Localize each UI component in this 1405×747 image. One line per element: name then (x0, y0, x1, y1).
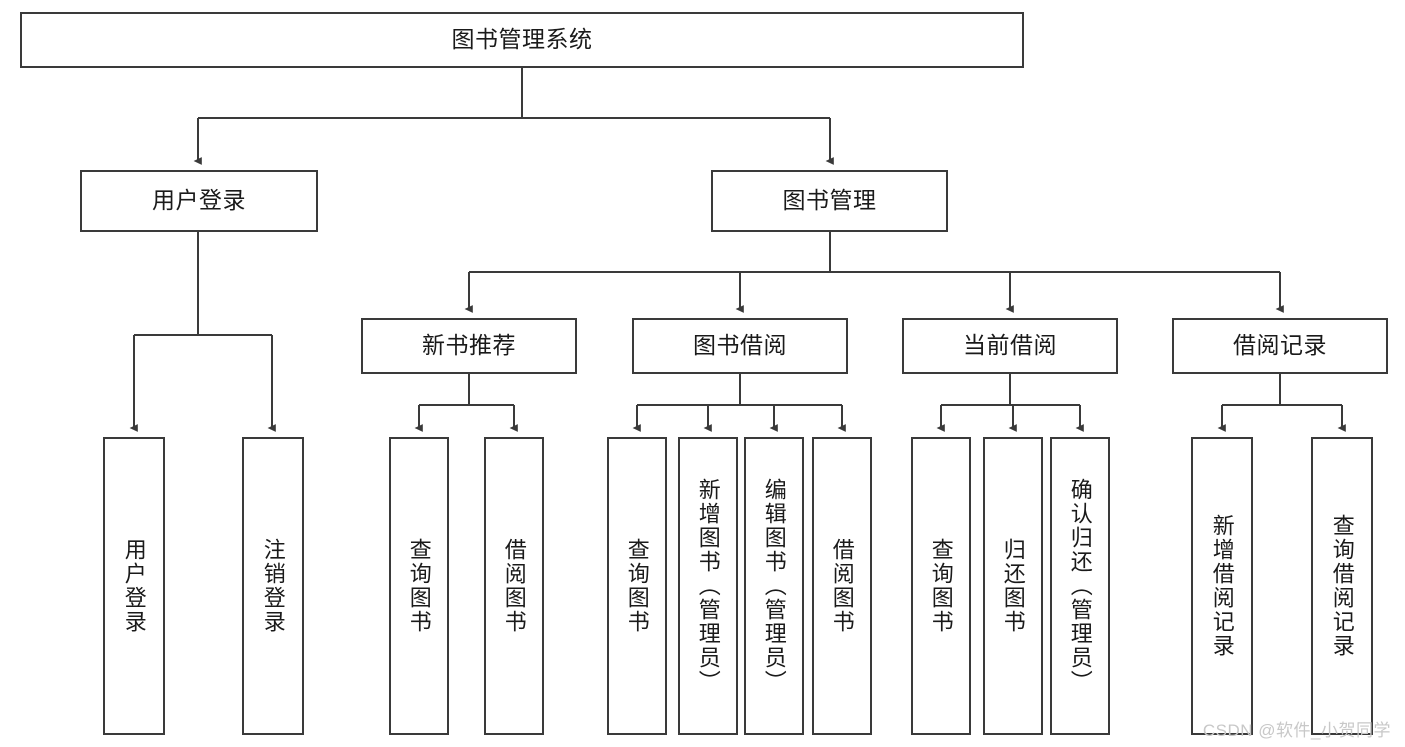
node-label: 确认归还（管理员） (1067, 478, 1093, 694)
node-label: 查询图书 (406, 538, 432, 634)
node-label: 查询图书 (928, 538, 954, 634)
connector-lines (129, 68, 1346, 432)
node-borrow-record[interactable]: 借阅记录 (1172, 318, 1388, 374)
node-label: 当前借阅 (963, 332, 1057, 359)
node-leaf-query-book-1[interactable]: 查询图书 (389, 437, 449, 735)
node-label: 借阅图书 (829, 538, 855, 634)
node-label: 归还图书 (1000, 538, 1026, 634)
node-label: 用户登录 (152, 187, 246, 214)
node-label: 用户登录 (121, 538, 147, 634)
node-label: 新增图书（管理员） (695, 478, 721, 694)
node-leaf-query-book-3[interactable]: 查询图书 (911, 437, 971, 735)
node-root[interactable]: 图书管理系统 (20, 12, 1024, 68)
node-label: 借阅图书 (501, 538, 527, 634)
node-label: 图书管理系统 (451, 26, 593, 53)
node-book-manage[interactable]: 图书管理 (711, 170, 948, 232)
node-label: 图书借阅 (693, 332, 787, 359)
node-label: 借阅记录 (1233, 332, 1327, 359)
node-leaf-query-book-2[interactable]: 查询图书 (607, 437, 667, 735)
node-leaf-confirm-return[interactable]: 确认归还（管理员） (1050, 437, 1110, 735)
node-leaf-edit-book[interactable]: 编辑图书（管理员） (744, 437, 804, 735)
node-current-borrow[interactable]: 当前借阅 (902, 318, 1118, 374)
node-leaf-return-book[interactable]: 归还图书 (983, 437, 1043, 735)
node-label: 查询图书 (624, 538, 650, 634)
node-new-book-rec[interactable]: 新书推荐 (361, 318, 577, 374)
node-leaf-add-book[interactable]: 新增图书（管理员） (678, 437, 738, 735)
node-leaf-user-logout[interactable]: 注销登录 (242, 437, 304, 735)
node-leaf-borrow-book-1[interactable]: 借阅图书 (484, 437, 544, 735)
node-label: 图书管理 (782, 187, 877, 214)
node-label: 新书推荐 (422, 332, 516, 359)
node-label: 注销登录 (260, 538, 286, 634)
node-leaf-borrow-book-2[interactable]: 借阅图书 (812, 437, 872, 735)
node-user-login[interactable]: 用户登录 (80, 170, 318, 232)
node-label: 查询借阅记录 (1329, 514, 1355, 658)
node-leaf-add-record[interactable]: 新增借阅记录 (1191, 437, 1253, 735)
node-book-borrow[interactable]: 图书借阅 (632, 318, 848, 374)
node-leaf-query-record[interactable]: 查询借阅记录 (1311, 437, 1373, 735)
node-label: 编辑图书（管理员） (761, 478, 787, 694)
node-label: 新增借阅记录 (1209, 514, 1235, 658)
node-leaf-user-login[interactable]: 用户登录 (103, 437, 165, 735)
